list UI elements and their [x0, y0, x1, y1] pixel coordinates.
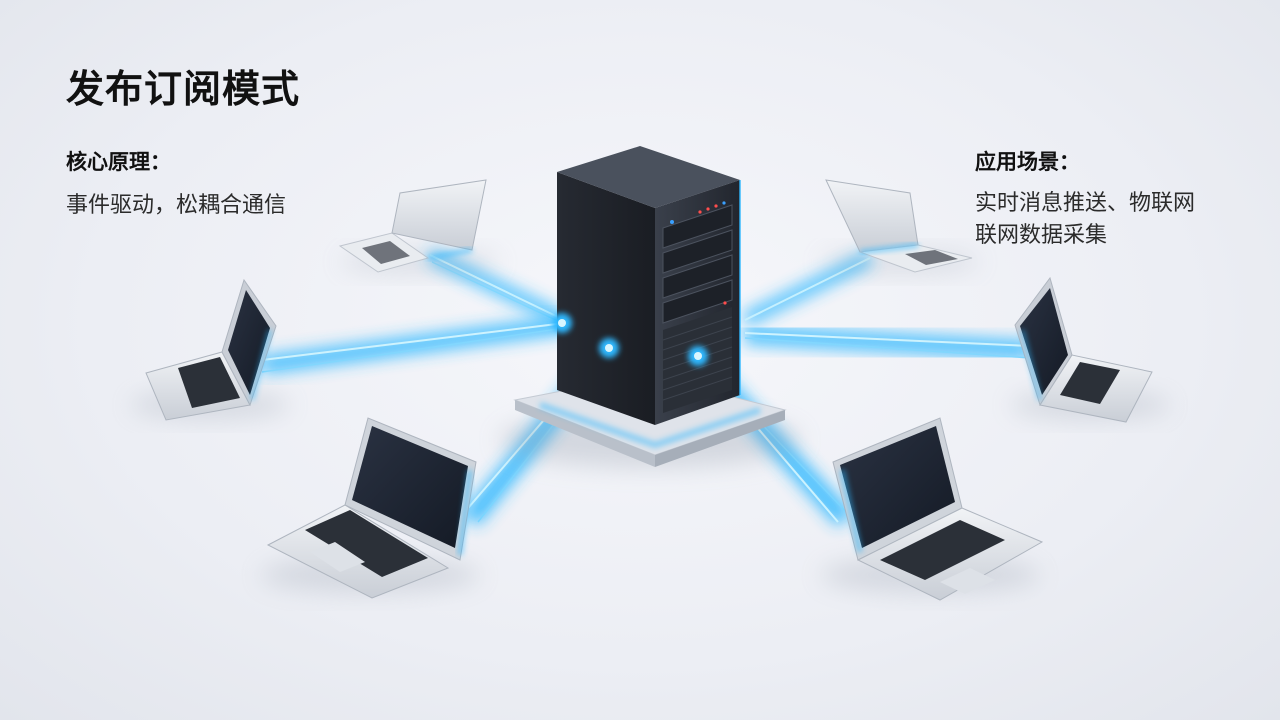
principle-heading: 核心原理： [66, 150, 171, 174]
laptop-icon [820, 179, 980, 274]
scenarios-heading: 应用场景： [975, 150, 1080, 174]
laptop-icon [260, 417, 480, 599]
laptop-icon [1010, 276, 1170, 423]
principle-text: 事件驱动，松耦合通信 [66, 193, 287, 218]
beam-mid-left [260, 316, 567, 374]
laptop-icon [338, 179, 500, 274]
scenarios-section: 应用场景： 实时消息推送、物联网 联网数据采集 [975, 146, 1245, 252]
scenarios-line-2: 联网数据采集 [975, 223, 1108, 248]
page-title: 发布订阅模式 [66, 67, 301, 111]
principle-section: 核心原理： 事件驱动，松耦合通信 [66, 146, 286, 222]
scenarios-text: 实时消息推送、物联网 联网数据采集 [975, 188, 1245, 252]
laptop-icon [820, 417, 1044, 601]
laptop-icon [130, 278, 290, 421]
scenarios-line-1: 实时消息推送、物联网 [975, 191, 1196, 216]
server-tower-icon [500, 146, 800, 468]
beam-mid-right [744, 326, 1031, 359]
